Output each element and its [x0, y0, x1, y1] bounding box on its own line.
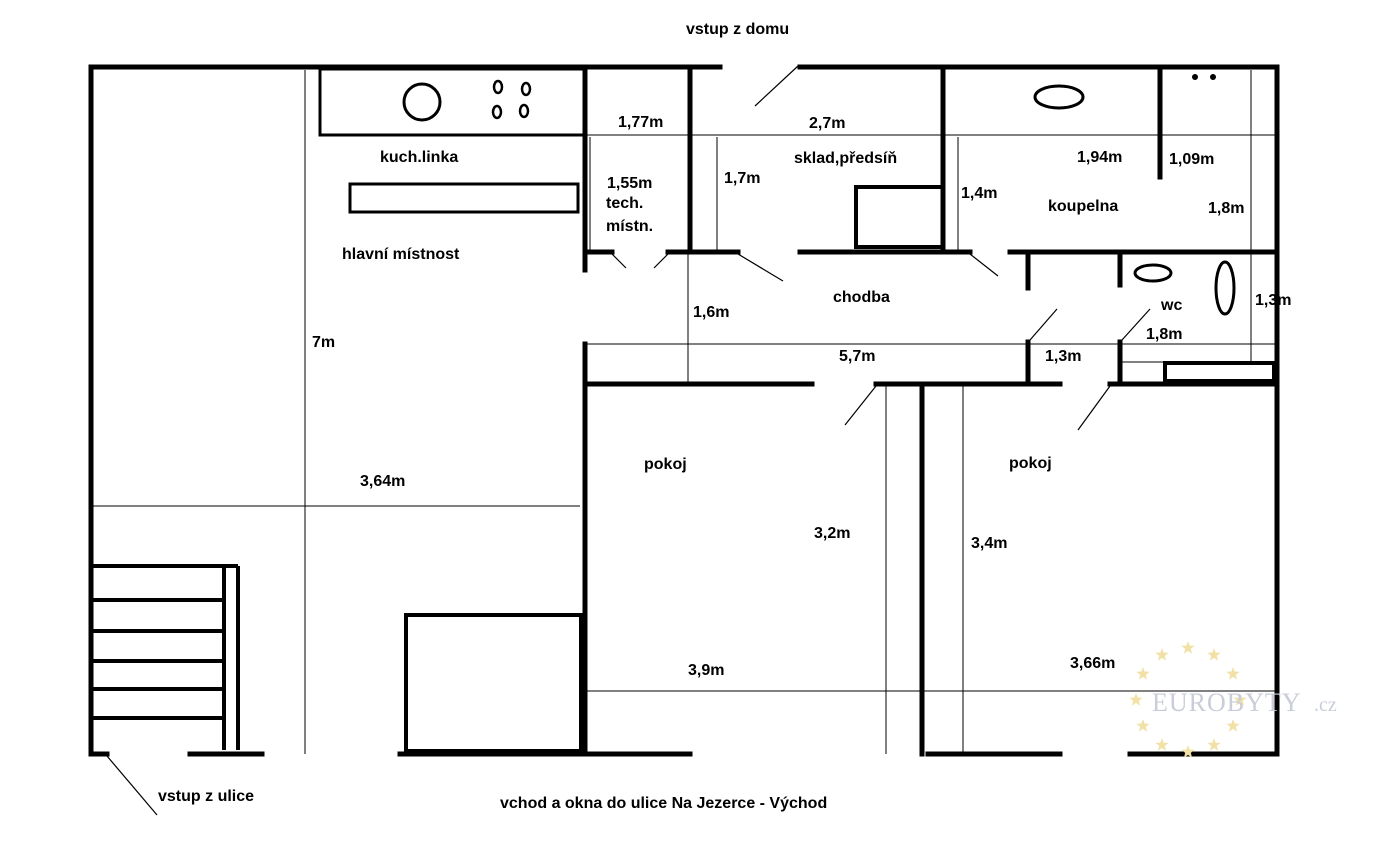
watermark-star-icon — [1136, 667, 1150, 680]
label-tech-room-1: tech. — [606, 195, 643, 212]
dim-room-right-depth: 3,4m — [971, 535, 1007, 552]
hob-burner-icon — [520, 81, 532, 97]
watermark-star-icon — [1226, 667, 1240, 680]
main-room-cabinet — [404, 613, 583, 753]
dim-bath-depth: 1,8m — [1208, 200, 1244, 217]
labels: vstup z domu kuch.linka hlavní místnost … — [158, 21, 1291, 812]
dim-wc-width: 1,8m — [1146, 326, 1182, 343]
tap-icon — [1192, 74, 1198, 80]
dim-main-width: 3,64m — [360, 473, 405, 490]
label-wc: wc — [1160, 297, 1182, 314]
storage-box — [854, 185, 945, 249]
watermark-star-icon — [1181, 641, 1195, 654]
dim-storage-depth: 1,7m — [724, 170, 760, 187]
dim-bath-niche-width: 1,09m — [1169, 151, 1214, 168]
label-corridor: chodba — [833, 289, 890, 306]
watermark-star-icon — [1233, 693, 1247, 706]
label-tech-room-2: místn. — [606, 218, 653, 235]
dim-wc-entry: 1,3m — [1045, 348, 1081, 365]
label-house-entrance: vstup z domu — [686, 21, 789, 38]
watermark-star-icon — [1207, 648, 1221, 661]
wc-basin-icon — [1133, 263, 1173, 283]
outer-walls — [88, 64, 1280, 757]
watermark-star-icon — [1155, 648, 1169, 661]
label-room-left: pokoj — [644, 456, 687, 473]
label-kitchen-unit: kuch.linka — [380, 149, 458, 166]
dim-bath-width: 1,94m — [1077, 149, 1122, 166]
dim-room-left-width: 3,9m — [688, 662, 724, 679]
watermark-star-icon — [1129, 693, 1143, 706]
hob-burner-icon — [491, 104, 503, 120]
label-east-entrance: vchod a okna do ulice Na Jezerce - Výcho… — [500, 795, 827, 812]
door-swings — [106, 65, 1151, 816]
dim-corridor-depth: 1,6m — [693, 304, 729, 321]
eurobyty-watermark: EUROBYTY .cz — [1129, 641, 1337, 758]
staircase — [91, 564, 240, 750]
watermark-star-icon — [1155, 738, 1169, 751]
hob-burner-icon — [518, 103, 530, 119]
bath-washbasin-icon — [1033, 84, 1085, 110]
dim-room-left-depth: 3,2m — [814, 525, 850, 542]
watermark-star-icon — [1226, 719, 1240, 732]
kitchen-counter — [318, 67, 586, 137]
dim-tech-depth: 1,55m — [607, 175, 652, 192]
watermark-star-icon — [1207, 738, 1221, 751]
label-main-room: hlavní místnost — [342, 246, 460, 263]
inner-walls — [582, 64, 1280, 757]
dim-tech-width: 1,77m — [618, 114, 663, 131]
hob-burner-icon — [492, 79, 504, 95]
dim-storage-width: 2,7m — [809, 115, 845, 132]
label-storage-hall: sklad,předsíň — [794, 150, 897, 167]
kitchen-table — [348, 182, 580, 214]
measure-lines — [91, 70, 1277, 754]
label-street-entrance: vstup z ulice — [158, 788, 254, 805]
watermark-star-icon — [1136, 719, 1150, 732]
watermark-stars — [1129, 641, 1247, 758]
label-bathroom: koupelna — [1048, 198, 1118, 215]
watermark-tld: .cz — [1314, 694, 1337, 716]
toilet-icon — [1214, 260, 1236, 316]
dim-wc-depth: 1,3m — [1255, 292, 1291, 309]
dim-storage-side: 1,4m — [961, 185, 997, 202]
dim-main-depth: 7m — [312, 334, 335, 351]
sink-icon — [402, 82, 442, 122]
watermark-star-icon — [1181, 745, 1195, 758]
tap-icon — [1210, 74, 1216, 80]
watermark-brand: EUROBYTY — [1152, 688, 1302, 717]
wc-shelf — [1163, 361, 1276, 383]
dim-room-right-width: 3,66m — [1070, 655, 1115, 672]
label-room-right: pokoj — [1009, 455, 1052, 472]
dim-corridor-length: 5,7m — [839, 348, 875, 365]
